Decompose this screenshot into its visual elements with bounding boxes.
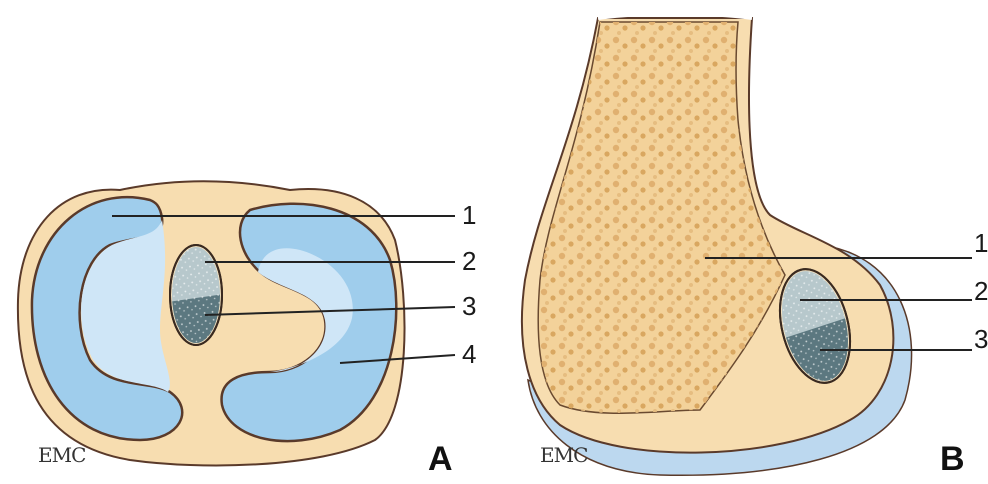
label-a-3: 3 bbox=[462, 291, 476, 321]
label-a-4: 4 bbox=[462, 339, 476, 369]
label-a-1: 1 bbox=[462, 200, 476, 230]
label-b-3: 3 bbox=[974, 324, 988, 354]
label-b-1: 1 bbox=[974, 228, 988, 258]
panel-letter-b: B bbox=[940, 440, 965, 478]
panel-a-tibial-plateau: 1 2 3 4 EMC A bbox=[18, 181, 477, 478]
panel-letter-a: A bbox=[428, 440, 453, 478]
emc-logo-b: EMC bbox=[540, 443, 588, 467]
label-b-2: 2 bbox=[974, 276, 988, 306]
emc-logo-a: EMC bbox=[38, 443, 86, 467]
panel-b-femur-section: 1 2 3 EMC B bbox=[522, 14, 988, 479]
label-a-2: 2 bbox=[462, 246, 476, 276]
